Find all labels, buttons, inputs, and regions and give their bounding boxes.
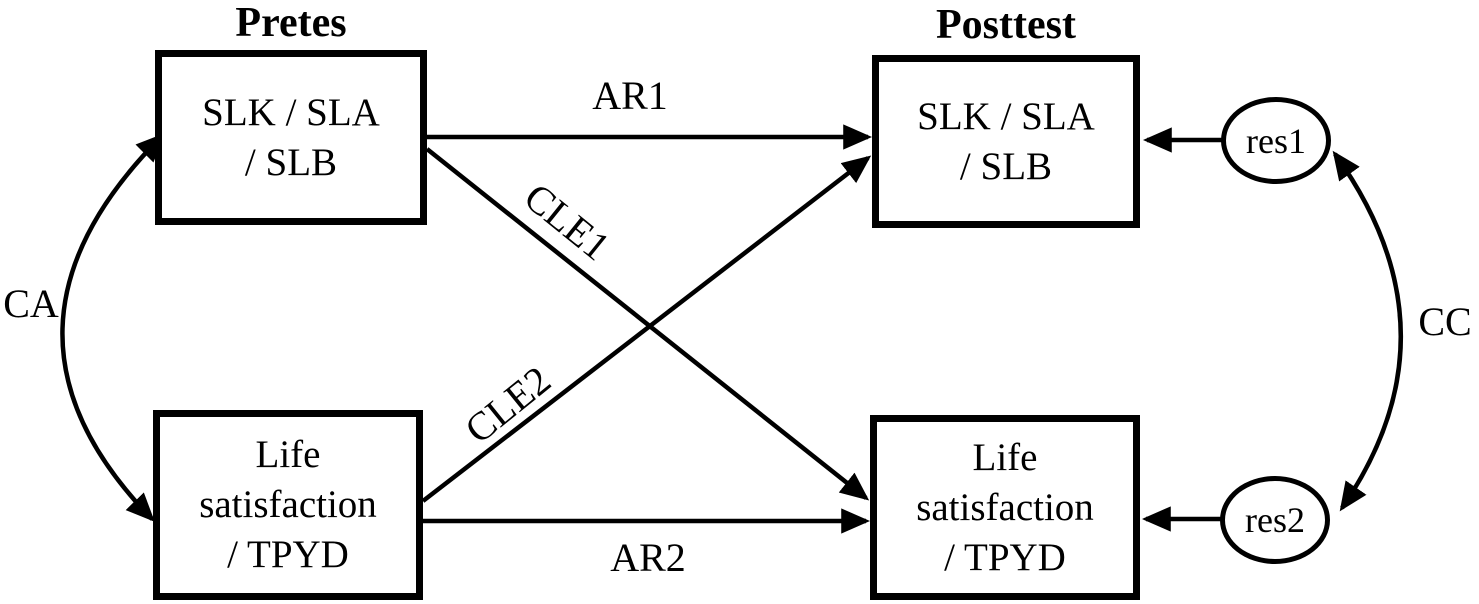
cc-covariance-curve <box>1332 150 1404 512</box>
pretest-life-satisfaction-label: Life satisfaction / TPYD <box>199 433 377 576</box>
posttest-life-satisfaction-label: Life satisfaction / TPYD <box>916 435 1094 579</box>
ar1-path-label: AR1 <box>592 73 668 118</box>
res1-label: res1 <box>1246 120 1306 161</box>
ca-covariance-curve <box>60 133 165 522</box>
ar2-path-label: AR2 <box>610 535 686 580</box>
posttest-column-title: Posttest <box>936 2 1076 48</box>
cle2-arrow <box>421 155 872 503</box>
res1-ellipse: res1 <box>1221 97 1331 184</box>
ca-path-label: CA <box>3 281 59 326</box>
pretest-life-satisfaction-box: Life satisfaction / TPYD <box>153 410 423 600</box>
pretest-slk-label: SLK / SLA / SLB <box>202 90 380 184</box>
cc-path-label: CC <box>1418 299 1472 344</box>
posttest-slk-box: SLK / SLA / SLB <box>872 55 1140 228</box>
posttest-slk-label: SLK / SLA / SLB <box>917 94 1095 188</box>
posttest-life-satisfaction-box: Life satisfaction / TPYD <box>870 415 1140 600</box>
pretest-column-title: Pretes <box>235 0 347 46</box>
cle1-arrow <box>425 147 870 501</box>
res2-ellipse: res2 <box>1220 476 1330 564</box>
res2-label: res2 <box>1245 500 1305 540</box>
pretest-slk-box: SLK / SLA / SLB <box>155 50 427 225</box>
